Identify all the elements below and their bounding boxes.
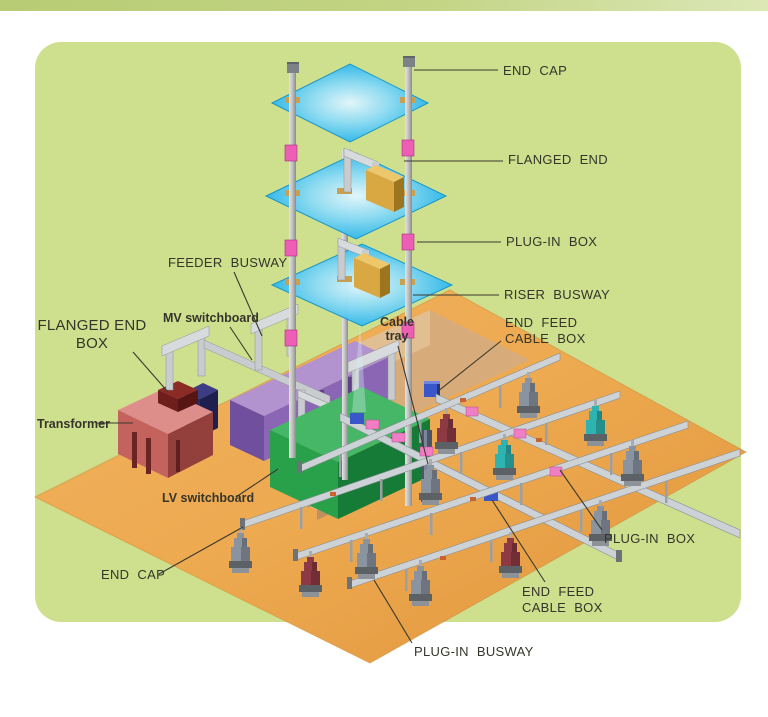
leader-plug-in-box-bottom (559, 469, 603, 531)
plug-in-busway-run-4 (347, 448, 741, 591)
leader-end-feed-top (436, 340, 502, 393)
flanged-end-assembly-middle-floor (343, 147, 404, 212)
end-cap-left-column (287, 62, 299, 65)
riser-plug-in-boxes (284, 139, 415, 347)
label-transformer: Transformer (37, 417, 110, 431)
cable-tray-3d (421, 430, 432, 502)
leader-feeder-busway (233, 271, 263, 337)
label-line: BOX (75, 335, 109, 352)
label-line: END FEED (522, 584, 595, 599)
label-flanged-end-box: FLANGED END BOX (36, 317, 148, 353)
label-flanged-end: FLANGED END (508, 152, 608, 167)
label-mv-switchboard: MV switchboard (163, 311, 259, 325)
leader-mv-switchboard (229, 326, 253, 361)
top-decoration-strip (0, 0, 768, 11)
label-plug-in-box-bottom: PLUG-IN BOX (604, 531, 696, 546)
label-end-feed-cable-box-bottom: END FEED CABLE BOX (522, 584, 603, 616)
end-feed-cable-box-bottom-3d (484, 490, 498, 501)
floor-slab-top (270, 63, 430, 143)
leader-flanged-end-box (132, 351, 169, 393)
label-end-cap-top: END CAP (503, 63, 568, 78)
label-line: FLANGED END (37, 317, 147, 334)
label-lv-switchboard: LV switchboard (162, 491, 255, 505)
label-end-feed-cable-box-top: END FEED CABLE BOX (505, 315, 586, 347)
label-line: CABLE BOX (505, 331, 586, 346)
flanged-end-assembly-lower-floor (337, 237, 390, 298)
floor-slab-middle (264, 152, 448, 240)
end-cap-right-column (403, 56, 415, 59)
label-feeder-busway: FEEDER BUSWAY (168, 255, 288, 270)
plug-in-busway-run-1 (297, 352, 561, 477)
leader-lv-switchboard (235, 468, 279, 498)
end-cap-busway (240, 518, 245, 530)
label-line: tray (385, 329, 409, 343)
plug-in-box-on-run (549, 466, 563, 477)
label-end-cap-bottom: END CAP (101, 567, 166, 582)
label-plug-in-box-right: PLUG-IN BOX (506, 234, 598, 249)
riser-busway-columns (287, 56, 415, 506)
leader-cable-tray (397, 345, 429, 465)
label-plug-in-busway: PLUG-IN BUSWAY (414, 644, 534, 659)
label-cable-tray: Cable tray (371, 315, 423, 343)
transformer-3d (118, 389, 213, 478)
label-line: CABLE BOX (522, 600, 603, 615)
leader-end-cap-bottom (158, 526, 244, 575)
plug-in-busway-run-3 (293, 420, 689, 562)
label-riser-busway: RISER BUSWAY (504, 287, 610, 302)
label-line: Cable (379, 315, 415, 329)
leader-plug-in-busway (373, 579, 413, 644)
leader-end-feed-bottom (491, 499, 546, 583)
leader-lines (97, 69, 603, 644)
label-line: END FEED (505, 315, 578, 330)
